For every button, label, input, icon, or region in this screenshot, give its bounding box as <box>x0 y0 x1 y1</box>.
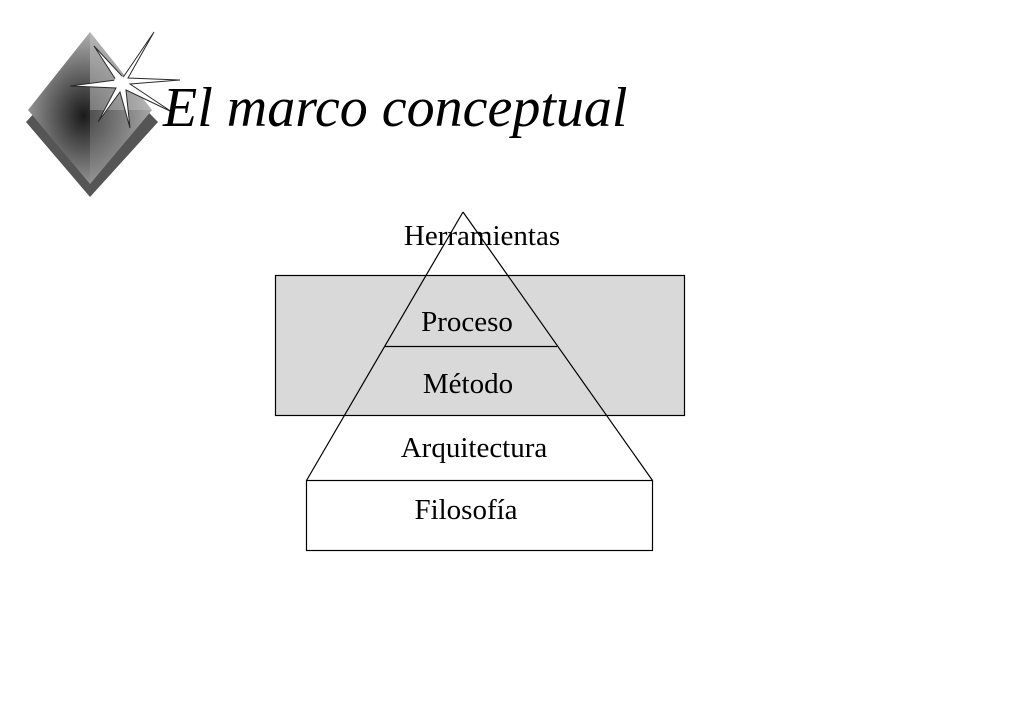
foundation-box <box>305 479 654 552</box>
pyramid-left-edge <box>305 211 464 481</box>
layer-label-herramientas: Herramientas <box>403 220 561 252</box>
diamond-starburst-icon <box>26 31 181 197</box>
pyramid-right-edge <box>462 211 653 481</box>
highlight-band <box>274 274 686 417</box>
layer-label-proceso: Proceso <box>421 306 513 338</box>
layer-label-arquitectura: Arquitectura <box>400 432 548 464</box>
layer-label-metodo: Método <box>422 368 514 400</box>
slide-title: El marco conceptual <box>163 77 628 139</box>
layer-label-filosofia: Filosofía <box>414 494 518 526</box>
